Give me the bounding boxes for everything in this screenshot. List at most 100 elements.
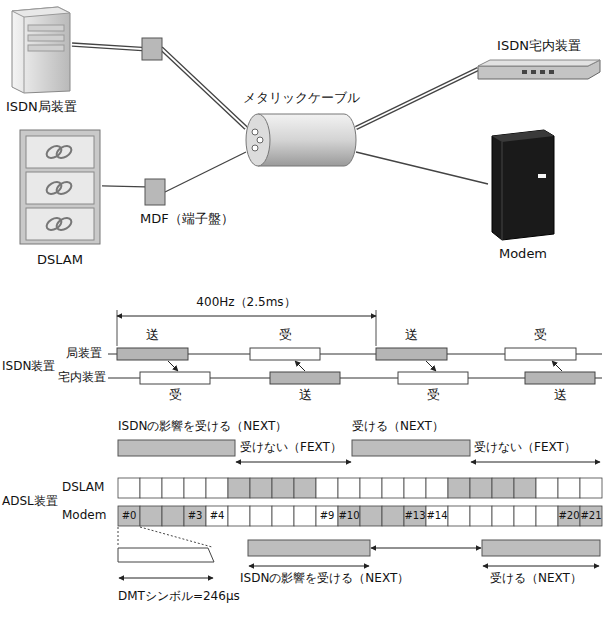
dmt-cell — [272, 478, 294, 498]
row-label: DSLAM — [62, 481, 104, 495]
next-bar — [118, 440, 235, 456]
device-group-label: ADSL装置 — [2, 495, 58, 509]
metal-line — [165, 152, 246, 192]
device-icon — [478, 58, 600, 80]
next-bar — [248, 540, 370, 556]
metal-line — [356, 152, 488, 184]
dmt-cell — [558, 478, 580, 498]
period-arrow — [117, 316, 376, 317]
period-label: 400Hz（2.5ms） — [196, 296, 295, 310]
dmt-cell — [404, 478, 426, 498]
device-label: Modem — [499, 246, 547, 262]
dmt-cell — [162, 478, 184, 498]
fext-arrow — [236, 462, 351, 463]
tx-rx-label: 受 — [279, 328, 292, 343]
dmt-cell — [118, 506, 140, 526]
dmt-cell — [140, 478, 162, 498]
dmt-cell — [294, 478, 316, 498]
next-label: 受ける（NEXT） — [490, 572, 582, 586]
dmt-cell — [316, 478, 338, 498]
dmt-cell — [162, 506, 184, 526]
tx-rx-label: 送 — [146, 328, 159, 343]
fext-label: 受けない（FEXT） — [474, 441, 576, 455]
symbol-number: #10 — [338, 510, 359, 522]
device-label: メタリックケーブル — [243, 90, 360, 106]
dmt-arrow — [119, 578, 213, 579]
dmt-cell — [338, 506, 360, 526]
row-label: Modem — [62, 509, 106, 523]
dmt-cell — [426, 478, 448, 498]
dmt-cell — [206, 506, 228, 526]
dmt-cell — [140, 506, 162, 526]
dmt-cell — [492, 478, 514, 498]
symbol-number: #14 — [426, 510, 447, 522]
symbol-number: #13 — [404, 510, 425, 522]
symbol-number: #9 — [320, 510, 335, 522]
dmt-cell — [514, 478, 536, 498]
burst-arrow — [168, 361, 562, 371]
metal-line — [102, 186, 145, 187]
dmt-cell — [250, 478, 272, 498]
isdn-burst — [117, 348, 595, 384]
dmt-cell — [382, 506, 404, 526]
device-label: ISDN局装置 — [6, 99, 77, 115]
dmt-cell — [404, 506, 426, 526]
dmt-cell — [536, 478, 558, 498]
dmt-cell — [184, 506, 206, 526]
tx-rx-label: 送 — [405, 328, 418, 343]
dmt-cell — [448, 506, 470, 526]
zoom-line — [118, 527, 119, 547]
device-icon — [246, 110, 356, 170]
mdf-box: MDF（端子盤） — [145, 179, 165, 205]
device-label: DSLAM — [37, 252, 83, 268]
device-icon — [145, 179, 165, 205]
symbol-number: #21 — [580, 510, 601, 522]
row-label: 宅内装置 — [58, 371, 106, 385]
dmt-cell — [228, 506, 250, 526]
device-label: MDF（端子盤） — [140, 211, 234, 227]
next-arrow — [249, 566, 369, 567]
dmt-cell — [536, 506, 558, 526]
next-arrow — [483, 566, 599, 567]
dmt-cell — [580, 506, 602, 526]
dmt-cell — [228, 478, 250, 498]
device-icon — [488, 128, 558, 240]
dmt-cell — [492, 506, 514, 526]
dslam-rack: DSLAM — [18, 128, 102, 246]
dmt-cell — [360, 478, 382, 498]
tx-rx-label: 送 — [554, 388, 567, 403]
fext-label: 受けない（FEXT） — [240, 441, 342, 455]
gap-arrow — [371, 548, 481, 549]
tx-rx-label: 受 — [427, 388, 440, 403]
row-label: 局装置 — [66, 347, 102, 361]
server-unit: ISDN局装置 — [8, 5, 72, 93]
period-tick — [376, 310, 377, 346]
modem-unit: Modem — [488, 128, 558, 240]
dmt-cell — [272, 506, 294, 526]
dmt-label: DMTシンボル=246μs — [118, 590, 240, 604]
dmt-cell — [426, 506, 448, 526]
symbol-number: #4 — [210, 510, 225, 522]
device-label: ISDN宅内装置 — [497, 38, 581, 54]
dmt-cell — [580, 478, 602, 498]
dmt-cells — [118, 478, 602, 526]
dmt-cell — [184, 478, 206, 498]
dmt-cell — [338, 478, 360, 498]
dmt-symbol — [118, 548, 214, 562]
symbol-number: #20 — [558, 510, 579, 522]
tx-rx-label: 送 — [299, 388, 312, 403]
symbol-number: #3 — [188, 510, 203, 522]
dmt-cell — [360, 506, 382, 526]
period-tick — [117, 310, 118, 346]
device-icon — [18, 128, 102, 246]
dmt-cell — [470, 506, 492, 526]
next-label: 受ける（NEXT） — [352, 420, 444, 434]
dmt-cell — [206, 478, 228, 498]
device-icon — [8, 5, 72, 93]
dmt-cell — [470, 478, 492, 498]
dmt-cell — [294, 506, 316, 526]
dmt-cell — [316, 506, 338, 526]
dmt-cell — [250, 506, 272, 526]
next-label: ISDNの影響を受ける（NEXT） — [118, 420, 287, 434]
zoom-line — [140, 527, 212, 547]
